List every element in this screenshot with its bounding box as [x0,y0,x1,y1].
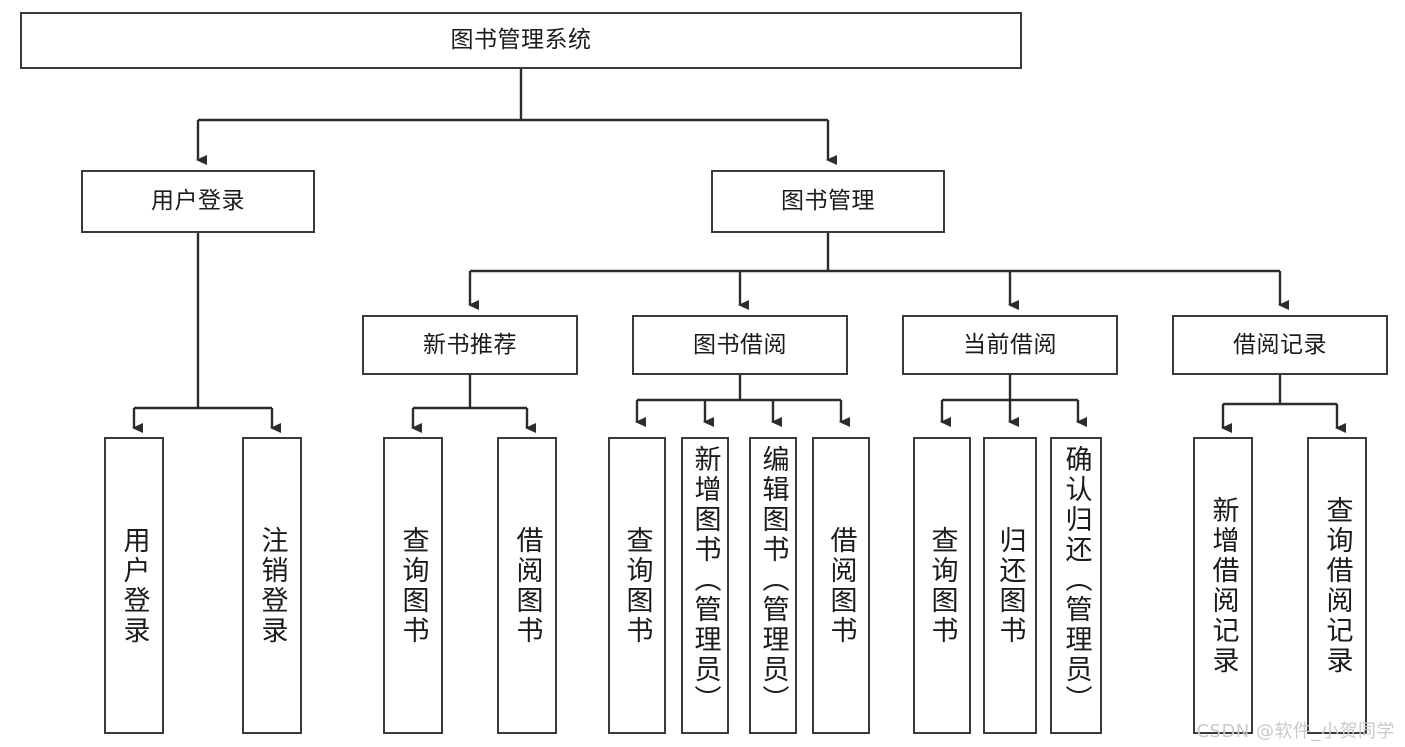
leaf-label: 注销登录 [256,525,288,646]
leaf-current-return-book[interactable]: 归还图书 [983,437,1037,734]
node-borrow-record[interactable]: 借阅记录 [1172,315,1388,375]
leaf-user-login-logout[interactable]: 注销登录 [242,437,302,734]
node-user-login[interactable]: 用户登录 [81,170,315,233]
leaf-current-confirm-return-admin[interactable]: 确认归还（管理员） [1050,437,1102,734]
leaf-record-add-record[interactable]: 新增借阅记录 [1193,437,1253,734]
node-book-management-label: 图书管理 [781,188,875,215]
node-current-borrow-label: 当前借阅 [963,331,1057,358]
watermark: CSDN @软件_小贺同学 [1196,721,1395,742]
leaf-label: 归还图书 [994,525,1026,646]
node-new-book-recommend[interactable]: 新书推荐 [362,315,578,375]
node-borrow-record-label: 借阅记录 [1233,331,1327,358]
node-root-label: 图书管理系统 [450,27,592,54]
node-current-borrow[interactable]: 当前借阅 [902,315,1118,375]
leaf-borrow-add-book-admin[interactable]: 新增图书（管理员） [681,437,729,734]
node-root[interactable]: 图书管理系统 [20,12,1022,69]
leaf-label: 查询借阅记录 [1321,495,1353,676]
leaf-recommend-query-book[interactable]: 查询图书 [383,437,443,734]
leaf-borrow-query-book[interactable]: 查询图书 [608,437,666,734]
leaf-label: 新增借阅记录 [1207,495,1239,676]
leaf-label: 新增图书（管理员） [689,445,721,715]
node-book-management[interactable]: 图书管理 [711,170,945,233]
leaf-record-query-record[interactable]: 查询借阅记录 [1307,437,1367,734]
leaf-label: 确认归还（管理员） [1060,445,1092,715]
leaf-recommend-borrow-book[interactable]: 借阅图书 [497,437,557,734]
leaf-borrow-edit-book-admin[interactable]: 编辑图书（管理员） [749,437,797,734]
leaf-label: 查询图书 [926,525,958,646]
leaf-label: 用户登录 [118,525,150,646]
leaf-label: 查询图书 [397,525,429,646]
leaf-label: 借阅图书 [511,525,543,646]
leaf-label: 借阅图书 [825,525,857,646]
node-user-login-label: 用户登录 [151,188,245,215]
leaf-label: 查询图书 [621,525,653,646]
leaf-current-query-book[interactable]: 查询图书 [913,437,971,734]
leaf-label: 编辑图书（管理员） [757,445,789,715]
node-book-borrow[interactable]: 图书借阅 [632,315,848,375]
node-book-borrow-label: 图书借阅 [693,331,787,358]
leaf-user-login-login[interactable]: 用户登录 [104,437,164,734]
node-new-book-recommend-label: 新书推荐 [423,331,517,358]
leaf-borrow-borrow-book[interactable]: 借阅图书 [812,437,870,734]
